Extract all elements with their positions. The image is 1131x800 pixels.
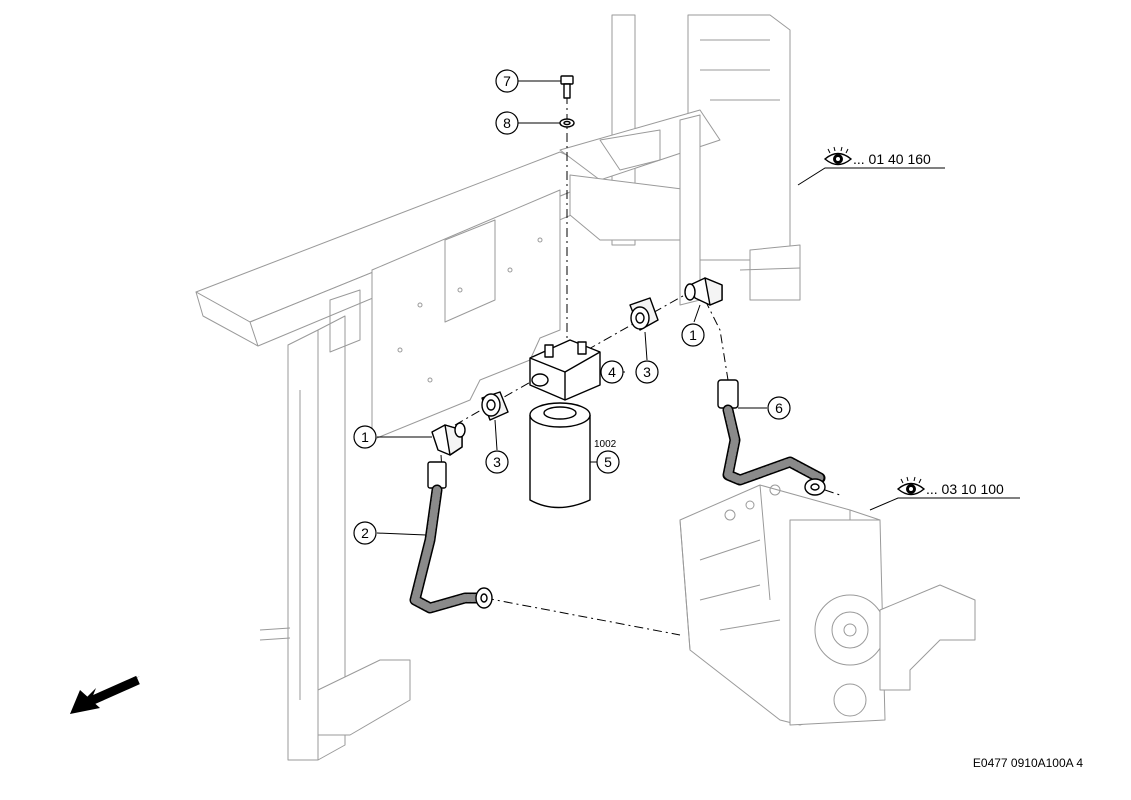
- callout-7-label: 7: [503, 73, 511, 89]
- eye-icon: [823, 146, 853, 166]
- hose-part-2: [376, 461, 493, 614]
- transmission-ghost: [679, 484, 976, 726]
- adapter-part-3-lower: [481, 391, 509, 451]
- callout-7: 7: [495, 69, 519, 93]
- callout-4-label: 4: [608, 364, 616, 380]
- adapter-part-3-upper: [629, 297, 659, 361]
- frame-ghost: [195, 14, 801, 761]
- reference-upper: ... 01 40 160: [853, 151, 931, 167]
- callout-1-upper-label: 1: [689, 327, 697, 343]
- eye-icon: [896, 476, 926, 496]
- callout-8-label: 8: [503, 115, 511, 131]
- callout-3-lower: 3: [485, 450, 509, 474]
- hose-part-6: [717, 379, 826, 496]
- arrow-icon: [70, 675, 140, 714]
- callout-2: 2: [353, 521, 377, 545]
- washer-part-8: [517, 118, 575, 128]
- callout-4: 4: [600, 360, 624, 384]
- elbow-part-1-left: [377, 422, 466, 456]
- callout-3-lower-label: 3: [493, 454, 501, 470]
- callout-6-label: 6: [775, 400, 783, 416]
- callout-2-label: 2: [361, 525, 369, 541]
- filter-label: 1002: [594, 439, 617, 450]
- callout-6: 6: [767, 396, 791, 420]
- filter-head-part-4: [529, 339, 625, 401]
- reference-lower: ... 03 10 100: [926, 481, 1004, 497]
- callout-1-left: 1: [353, 425, 377, 449]
- reference-leader-upper: [797, 167, 945, 186]
- filter-cartridge-part-5: [529, 402, 597, 509]
- callout-8: 8: [495, 111, 519, 135]
- reference-leader-lower: [869, 497, 1020, 511]
- drawing-number: E0477 0910A100A 4: [972, 756, 1083, 770]
- elbow-part-1-upper: [684, 277, 723, 323]
- callout-5: 5: [596, 450, 620, 474]
- callout-3-upper: 3: [635, 360, 659, 384]
- callout-5-label: 5: [604, 454, 612, 470]
- callout-1-left-label: 1: [361, 429, 369, 445]
- bolt-part-7: [517, 75, 574, 99]
- callout-1-upper: 1: [681, 323, 705, 347]
- callout-3-upper-label: 3: [643, 364, 651, 380]
